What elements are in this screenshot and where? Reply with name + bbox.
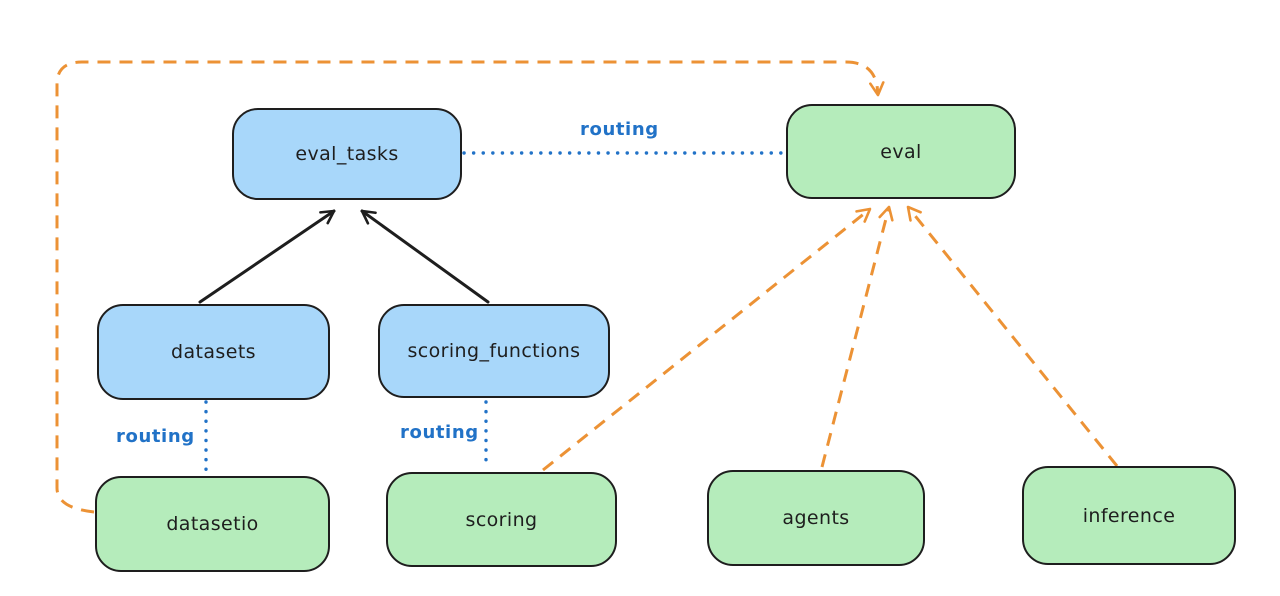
edge-agents-to-eval (820, 205, 894, 468)
node-inference-label: inference (1082, 504, 1176, 527)
node-datasetio: datasetio (95, 476, 330, 572)
node-scoring: scoring (386, 472, 617, 567)
edge-datasetio-to-eval (55, 60, 885, 514)
node-datasets-label: datasets (171, 341, 256, 363)
edge-label-routing-eval-tasks-eval: routing (580, 119, 659, 140)
node-scoring-functions-label: scoring_functions (407, 340, 581, 362)
edge-datasets-to-eval-tasks (198, 209, 336, 304)
node-scoring-functions: scoring_functions (378, 304, 610, 398)
edge-scoring-to-eval (542, 207, 872, 472)
edge-inference-to-eval (906, 205, 1119, 467)
node-eval-label: eval (880, 140, 922, 163)
edge-scoring-functions-to-eval-tasks (360, 209, 490, 304)
node-agents-label: agents (782, 507, 850, 529)
node-datasets: datasets (97, 304, 330, 400)
node-agents: agents (707, 470, 925, 566)
node-eval-tasks-label: eval_tasks (295, 143, 399, 165)
node-scoring-label: scoring (465, 508, 538, 531)
node-eval-tasks: eval_tasks (232, 108, 462, 200)
node-inference: inference (1022, 466, 1236, 565)
edge-label-routing-datasets-datasetio: routing (116, 426, 195, 447)
node-eval: eval (786, 104, 1016, 199)
edge-label-routing-scoring-functions-scoring: routing (400, 422, 479, 443)
node-datasetio-label: datasetio (166, 513, 259, 535)
